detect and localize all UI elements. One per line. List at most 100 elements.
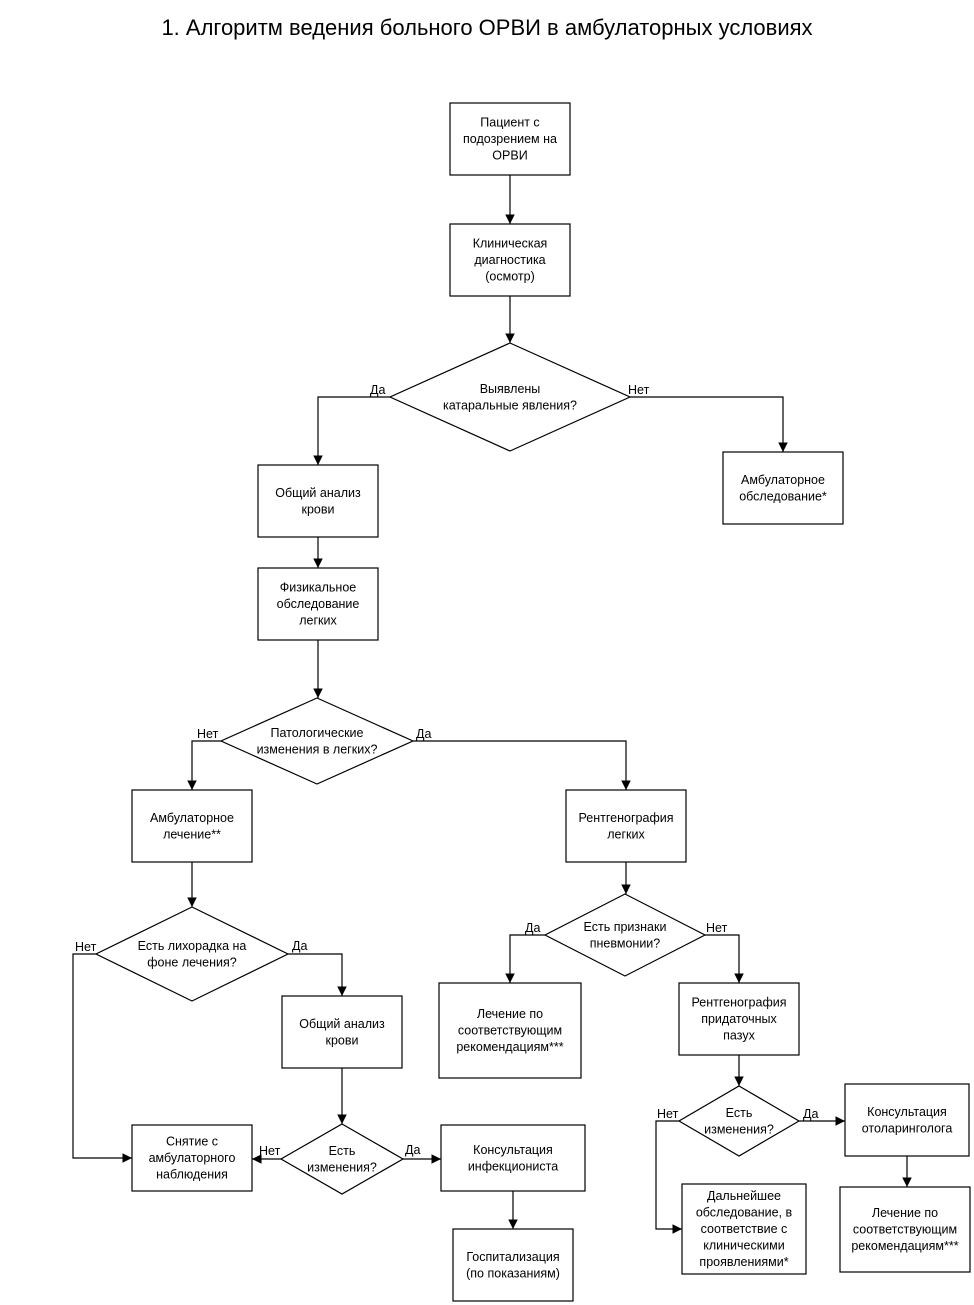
node-text-line: (по показаниям)	[466, 1266, 560, 1280]
node-text-line: проявлениями*	[699, 1255, 788, 1269]
decision-diamond	[677, 1085, 801, 1157]
process-box	[449, 223, 571, 297]
node-text-line: лечение**	[163, 827, 221, 841]
process-box	[257, 567, 379, 641]
process-box	[438, 982, 582, 1079]
process-box	[440, 1124, 586, 1192]
node-text-line: Рентгенография	[692, 996, 787, 1010]
node-text-line: крови	[302, 502, 335, 516]
node-text-line: обследование	[277, 597, 360, 611]
node-text-line: Госпитализация	[466, 1250, 559, 1264]
node-text-line: Общий анализ	[299, 1017, 385, 1031]
decision-diamond	[219, 697, 415, 785]
branch-label: Да	[405, 1143, 420, 1157]
node-xray-lungs: Рентгенография легких	[565, 789, 687, 863]
node-outpatient-exam: Амбулаторное обследование*	[722, 451, 844, 525]
node-infectionist: Консультация инфекциониста	[440, 1124, 586, 1192]
page-title: 1. Алгоритм ведения больного ОРВИ в амбу…	[161, 15, 813, 40]
node-text-line: ОРВИ	[492, 149, 527, 163]
node-text-line: Есть признаки	[584, 920, 667, 934]
node-text-line: Есть	[726, 1106, 753, 1120]
flow-arrow	[187, 740, 221, 790]
process-box	[839, 1186, 971, 1273]
node-text-line: пазух	[723, 1029, 755, 1043]
node-treatment-recs-1: Лечение по соответствующим рекомендациям**…	[438, 982, 582, 1079]
decision-diamond	[94, 906, 290, 1002]
node-text-line: легких	[607, 827, 645, 841]
branch-label: Нет	[75, 940, 97, 954]
node-text-line: Дальнейшее	[707, 1189, 781, 1203]
branch-label: Да	[416, 727, 431, 741]
node-treatment-recs-2: Лечение посоответствующимрекомендациям**…	[839, 1186, 971, 1273]
node-text-line: Лечение по	[872, 1206, 938, 1220]
node-text-line: диагностика	[474, 253, 545, 267]
node-text-line: отоларинголога	[862, 1121, 953, 1135]
node-text-line: изменения?	[704, 1122, 774, 1136]
node-text-line: Клиническая	[473, 237, 548, 251]
node-text-line: обследование*	[739, 489, 827, 503]
node-text-line: рекомендациям***	[851, 1239, 958, 1253]
process-box	[681, 1183, 807, 1275]
node-text-line: амбулаторного	[149, 1151, 236, 1165]
node-xray-sinuses: Рентгенография придаточных пазух	[678, 982, 800, 1056]
flow-arrow	[505, 934, 545, 983]
node-text-line: пневмонии?	[590, 936, 661, 950]
branch-label: Нет	[706, 921, 728, 935]
process-box	[722, 451, 844, 525]
node-text-line: Есть лихорадка на	[138, 939, 247, 953]
branch-label: Да	[370, 383, 385, 397]
process-box	[844, 1083, 970, 1157]
node-text-line: легких	[299, 614, 337, 628]
branch-label: Да	[803, 1107, 818, 1121]
decision-diamond	[279, 1123, 405, 1195]
flow-arrow	[313, 396, 390, 465]
branch-label: Да	[292, 939, 307, 953]
node-text-line: Пациент с	[480, 116, 539, 130]
node-text-line: фоне лечения?	[147, 955, 237, 969]
flow-arrow	[705, 934, 744, 983]
node-text-line: Амбулаторное	[741, 473, 825, 487]
node-text-line: инфекциониста	[468, 1159, 558, 1173]
node-text-line: изменения в легких?	[257, 742, 378, 756]
process-box	[678, 982, 800, 1056]
flow-arrow	[72, 953, 132, 1163]
node-text-line: Консультация	[473, 1143, 553, 1157]
process-box	[131, 1124, 253, 1192]
node-pneumonia-q: Есть признаки пневмонии?	[543, 893, 707, 977]
process-box	[565, 789, 687, 863]
node-text-line: наблюдения	[156, 1168, 228, 1182]
node-text-line: Общий анализ	[275, 486, 361, 500]
node-text-line: клиническими	[703, 1239, 785, 1253]
flow-arrow	[655, 1120, 682, 1234]
node-changes-q-2: Есть изменения?	[677, 1085, 801, 1157]
decision-diamond	[388, 342, 632, 452]
branch-label: Нет	[628, 383, 650, 397]
flow-arrow	[413, 740, 631, 790]
flow-arrow	[630, 396, 788, 452]
branch-label: Нет	[657, 1107, 679, 1121]
node-fever-q: Есть лихорадка на фоне лечения?	[94, 906, 290, 1002]
node-text-line: придаточных	[701, 1012, 777, 1026]
node-lung-changes-q: Патологические изменения в легких?	[219, 697, 415, 785]
node-text-line: Амбулаторное	[150, 811, 234, 825]
node-patient: Пациент с подозрением на ОРВИ	[449, 102, 571, 176]
node-text-line: рекомендациям***	[456, 1040, 563, 1054]
node-text-line: Патологические	[271, 726, 364, 740]
process-box	[449, 102, 571, 176]
node-text-line: Рентгенография	[579, 811, 674, 825]
flow-arrow	[288, 953, 347, 996]
node-text-line: соответствующим	[458, 1024, 562, 1038]
node-text-line: подозрением на	[463, 132, 557, 146]
process-box	[281, 995, 403, 1069]
node-ent-consult: Консультация отоларинголога	[844, 1083, 970, 1157]
node-text-line: Консультация	[867, 1105, 947, 1119]
node-outpatient-treatment: Амбулаторное лечение**	[131, 789, 253, 863]
process-box	[131, 789, 253, 863]
node-text-line: Лечение по	[477, 1007, 543, 1021]
